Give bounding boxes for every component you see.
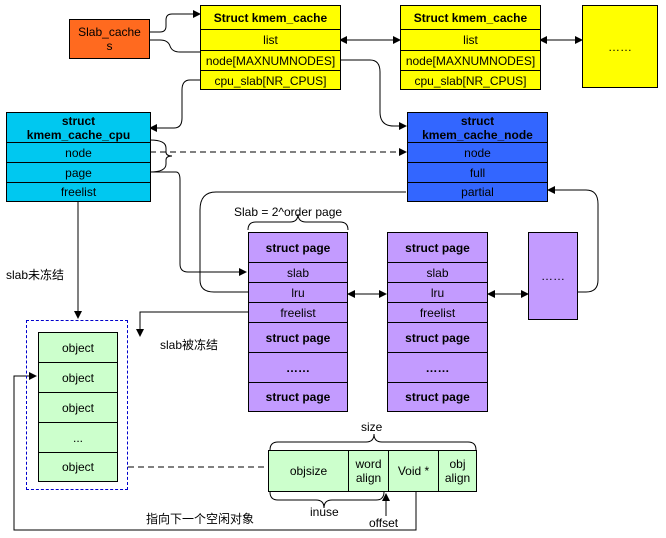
objsize-field: objsize [269,451,349,491]
cpu-brace [149,139,173,173]
object-cell-1: object [39,363,117,393]
object-layout: objsize word align Void * obj align [268,450,477,492]
page-more-box: …… [528,232,578,320]
frozen-label: slab被冻结 [160,338,219,352]
partial-left-link [199,191,406,293]
page-1-cell-3: freelist [249,303,347,323]
order-brace [247,213,349,231]
page-2-cell-4: struct page [388,323,487,353]
kmem-cache-node-node: node [408,143,547,163]
page-freelist-link [136,311,248,337]
kmem-cache-title: Struct kmem_cache [401,6,540,30]
kmem-cache-node-title: struct kmem_cache_node [408,113,547,143]
kmem-cache-node: node[MAXNUMNODES] [201,51,340,71]
object-cell-4: object [61,460,95,474]
kmem-cache-more-box: …… [582,5,658,88]
inuse-brace [269,491,385,509]
kmem-cache-list: list [201,30,340,51]
page-2-cell-2: lru [388,283,487,303]
page-1-cell-4: struct page [249,323,347,353]
page-1-cell-6: struct page [265,390,331,404]
cpu-slab-link [149,79,200,132]
kmem-cache-cpu-slab: cpu_slab[NR_CPUS] [414,73,527,88]
kmem-cache-cpu-freelist: freelist [60,185,97,199]
page-2-cell-1: slab [388,263,487,283]
void-ptr-field: Void * [389,451,439,491]
node-array-link [340,59,407,130]
next-free-link [13,372,417,531]
kmem-cache-cpu-box: struct kmem_cache_cpu node page freelist [6,112,151,202]
kmem-cache-cpu-page: page [7,163,150,183]
kmem-cache-box-1: Struct kmem_cache list node[MAXNUMNODES]… [200,5,341,90]
page-2-cell-5: …… [388,353,487,383]
kmem-cache-box-2: Struct kmem_cache list node[MAXNUMNODES]… [400,5,541,90]
page-2-cell-0: struct page [388,233,487,263]
slab-caches-box: Slab_caches [69,19,150,59]
page-link [150,171,247,276]
obj-align-field: obj align [444,457,471,485]
inuse-label: inuse [310,505,339,519]
page-1-cell-5: …… [249,353,347,383]
object-cell-2: object [39,393,117,423]
kmem-cache-node-partial: partial [461,185,494,199]
page-1-cell-1: slab [249,263,347,283]
kmem-cache-list: list [401,30,540,51]
next-free-label: 指向下一个空闲对象 [146,512,255,526]
kmem-cache-title: Struct kmem_cache [201,6,340,30]
slab-caches-label: Slab_caches [78,25,141,53]
kmem-cache-cpu-title: struct kmem_cache_cpu [7,113,150,143]
kmem-cache-cpu-node: node [7,143,150,163]
size-label: size [361,420,383,434]
page-2-cell-6: struct page [405,390,470,404]
offset-label: offset [369,516,399,530]
unfrozen-label: slab未冻结 [6,268,65,282]
slab-caches-link [150,10,201,33]
object-cell-3: ... [39,423,117,453]
kmem-cache-more-label: …… [608,39,632,54]
kmem-cache-node-full: full [408,163,547,183]
object-pool [26,320,128,490]
kmem-cache-node-box: struct kmem_cache_node node full partial [407,112,548,202]
object-cell-0: object [39,333,117,363]
slab-caches-loop [150,39,200,53]
slab-order-label: Slab = 2^order page [234,205,343,219]
page-1-cell-0: struct page [249,233,347,263]
partial-right-link [547,186,599,293]
kmem-cache-cpu-slab: cpu_slab[NR_CPUS] [214,73,327,88]
size-brace [269,433,477,451]
kmem-cache-node: node[MAXNUMNODES] [401,51,540,71]
page-more-label: …… [541,269,565,283]
page-1-cell-2: lru [249,283,347,303]
word-align-field: word align [349,451,389,491]
page-2-cell-3: freelist [388,303,487,323]
